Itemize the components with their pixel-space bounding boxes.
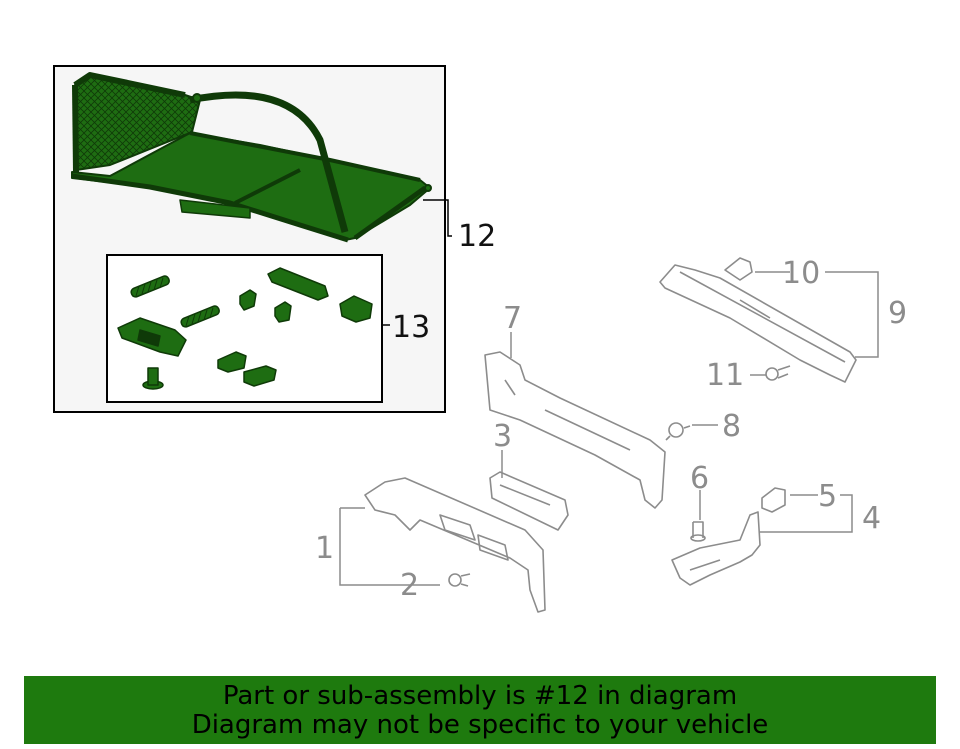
callout-11: 11 xyxy=(706,358,744,393)
callout-12: 12 xyxy=(458,219,496,254)
hardware-kit-parts[interactable] xyxy=(117,267,373,390)
notice-line-1: Part or sub-assembly is #12 in diagram xyxy=(222,681,738,711)
tab-part xyxy=(243,365,277,387)
notice-line-2: Diagram may not be specific to your vehi… xyxy=(191,710,769,740)
part-11-fastener[interactable] xyxy=(765,365,791,381)
wind-deflector-frame[interactable] xyxy=(71,72,432,243)
part-8-fastener[interactable] xyxy=(665,422,691,441)
part-5-clip[interactable] xyxy=(761,487,786,513)
part-4-bracket[interactable] xyxy=(671,511,761,586)
callout-4: 4 xyxy=(862,501,881,536)
clip-part xyxy=(274,301,292,323)
part-9-rail[interactable] xyxy=(659,264,857,383)
callout-5: 5 xyxy=(818,479,837,514)
callout-13: 13 xyxy=(392,310,430,345)
spring-part xyxy=(180,305,220,328)
callout-8: 8 xyxy=(722,409,741,444)
part-10-clip[interactable] xyxy=(724,257,753,281)
callout-10: 10 xyxy=(782,256,820,291)
screw-part xyxy=(142,367,164,390)
part-7-panel[interactable] xyxy=(484,351,666,509)
callout-3: 3 xyxy=(493,419,512,454)
notice-banner: Part or sub-assembly is #12 in diagram D… xyxy=(24,676,936,744)
part-2-fastener[interactable] xyxy=(448,573,471,587)
callout-2: 2 xyxy=(400,568,419,603)
spring-part xyxy=(130,275,170,298)
cushion-part xyxy=(339,295,373,323)
tab-part xyxy=(217,351,247,373)
callout-9: 9 xyxy=(888,296,907,331)
callout-1: 1 xyxy=(315,531,334,566)
part-3-bracket[interactable] xyxy=(489,471,569,531)
callout-6: 6 xyxy=(690,461,709,496)
callout-7: 7 xyxy=(503,301,522,336)
slider-rail-part xyxy=(267,267,329,301)
part-1-bracket[interactable] xyxy=(364,477,546,613)
part-6-fastener[interactable] xyxy=(690,521,706,542)
clip-part xyxy=(239,289,257,311)
